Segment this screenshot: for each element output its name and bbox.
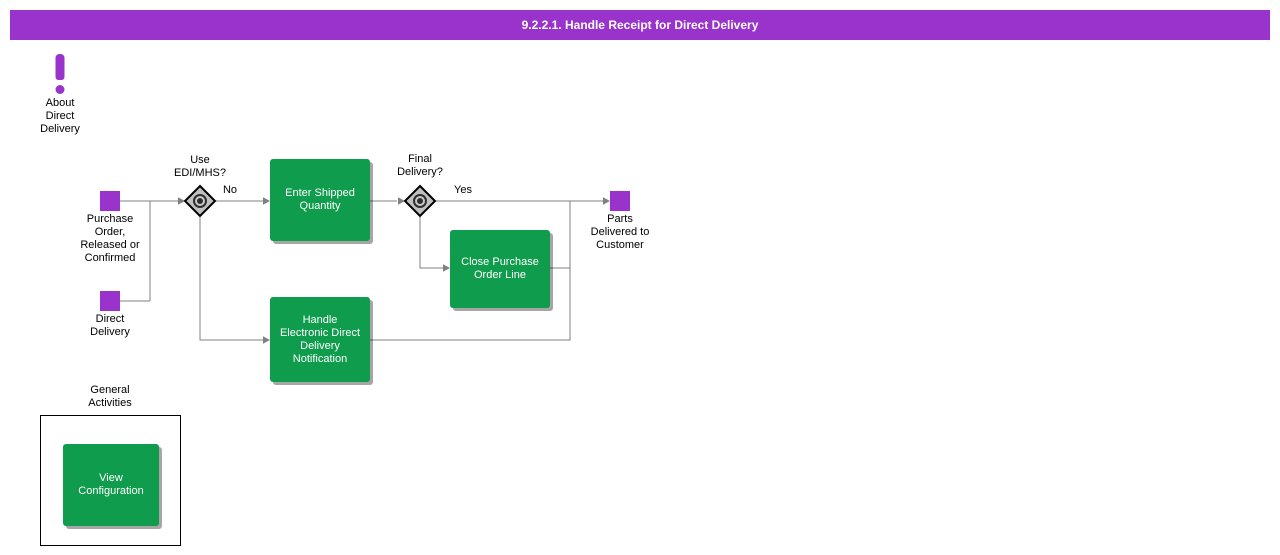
- branch-label-yes: Yes: [454, 184, 472, 196]
- decision-use-edi-mhs[interactable]: [183, 184, 217, 218]
- about-link[interactable]: About Direct Delivery: [30, 52, 90, 136]
- general-activities-box: View Configuration: [40, 415, 181, 546]
- task-close-purchase-order-line[interactable]: Close Purchase Order Line: [450, 230, 550, 308]
- exclamation-dot: [55, 85, 65, 94]
- event-purchase-order-label: Purchase Order, Released or Confirmed: [80, 213, 140, 264]
- task-view-configuration[interactable]: View Configuration: [63, 444, 159, 526]
- decision-final-delivery-label: Final Delivery?: [397, 153, 443, 178]
- exclamation-icon: [30, 52, 90, 96]
- general-activities-label: General Activities: [88, 384, 132, 409]
- event-direct-delivery-label: Direct Delivery: [90, 313, 130, 338]
- about-label: About Direct Delivery: [40, 97, 80, 135]
- event-purchase-order: [100, 191, 120, 211]
- page-title: 9.2.2.1. Handle Receipt for Direct Deliv…: [10, 10, 1270, 40]
- decision-use-edi-label: Use EDI/MHS?: [174, 154, 226, 179]
- exclamation-bar: [55, 54, 65, 80]
- branch-label-no: No: [222, 184, 238, 196]
- decision-final-delivery[interactable]: [403, 184, 437, 218]
- event-direct-delivery: [100, 291, 120, 311]
- task-enter-shipped-quantity[interactable]: Enter Shipped Quantity: [270, 159, 370, 241]
- task-handle-electronic-direct-delivery-notification[interactable]: Handle Electronic Direct Delivery Notifi…: [270, 297, 370, 382]
- event-parts-delivered-label: Parts Delivered to Customer: [590, 213, 650, 251]
- event-parts-delivered: [610, 191, 630, 211]
